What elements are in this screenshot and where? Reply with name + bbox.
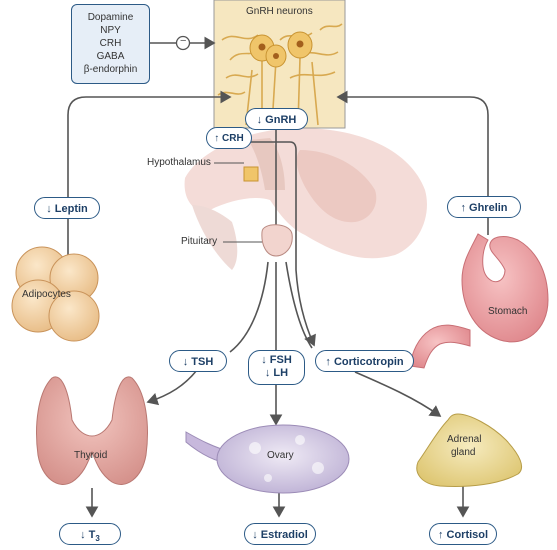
adipocytes-label: Adipocytes (22, 289, 71, 300)
inhibitor-beta-endorphin: β-endorphin (83, 64, 138, 75)
leptin-pill: ↓ Leptin (34, 197, 100, 219)
stomach-illustration (409, 233, 549, 369)
t3-subscript: 3 (95, 534, 100, 544)
inhibitor-npy: NPY (100, 25, 121, 36)
thyroid-illustration (36, 376, 148, 485)
inhibition-symbol (175, 35, 191, 51)
gnrh-pill: ↓ GnRH (245, 108, 308, 130)
fsh-label: ↓ FSH (261, 354, 292, 366)
ovary-illustration (185, 424, 350, 494)
adrenal-label: Adrenal (447, 434, 482, 445)
gland-label: gland (451, 447, 476, 458)
adipocytes-illustration (11, 246, 100, 342)
estradiol-pill: ↓ Estradiol (244, 523, 316, 545)
tsh-pill: ↓ TSH (169, 350, 227, 372)
inhibitor-crh: CRH (99, 38, 122, 49)
pituitary-label: Pituitary (181, 236, 218, 247)
t3-label: ↓ T (80, 529, 96, 541)
ghrelin-pill: ↑ Ghrelin (447, 196, 521, 218)
gnrh-neuron-panel (213, 0, 346, 129)
inhibitor-box: Dopamine NPY CRH GABA β-endorphin (71, 4, 150, 84)
lh-label: ↓ LH (264, 367, 289, 379)
inhibitor-gaba: GABA (96, 51, 125, 62)
t3-pill: ↓ T3 (59, 523, 121, 545)
fsh-lh-pill: ↓ FSH ↓ LH (248, 350, 305, 385)
crh-pill: ↑ CRH (206, 127, 252, 149)
stomach-label: Stomach (488, 306, 528, 317)
thyroid-label: Thyroid (74, 450, 108, 461)
inhibitor-dopamine: Dopamine (87, 12, 134, 23)
hypothalamus-label: Hypothalamus (147, 157, 211, 168)
gnrh-neurons-label: GnRH neurons (246, 6, 313, 17)
adrenal-illustration (416, 413, 522, 487)
cortisol-pill: ↑ Cortisol (429, 523, 497, 545)
inhibition-sign: − (180, 35, 187, 47)
pathway-arrows (67, 36, 489, 518)
ovary-label: Ovary (267, 450, 294, 461)
corticotropin-pill: ↑ Corticotropin (315, 350, 414, 372)
pituitary-gland (261, 224, 293, 257)
hypothalamus-marker (243, 166, 259, 182)
